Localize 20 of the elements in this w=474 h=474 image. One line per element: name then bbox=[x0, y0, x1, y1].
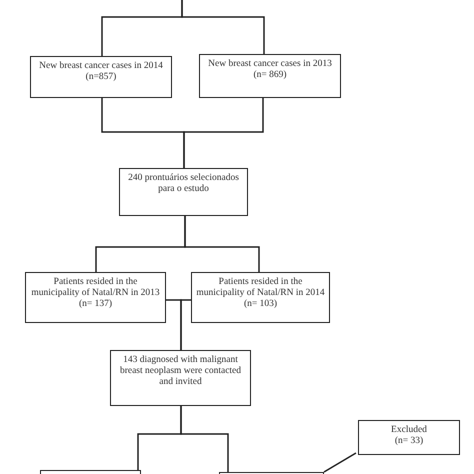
connector-line bbox=[181, 0, 265, 54]
box-text: 143 diagnosed with malignant breast neoplasm were contacted and invited bbox=[118, 355, 242, 388]
process-box bbox=[30, 56, 172, 98]
box-text: New breast cancer cases in 2014 (n=857) bbox=[38, 61, 164, 83]
process-box bbox=[119, 168, 248, 216]
box-text: Excluded (n= 33) bbox=[390, 425, 428, 447]
connector-line bbox=[184, 216, 260, 272]
box-text: Patients resided in the municipality of Natal/RN in 2013 (n= 137) bbox=[30, 277, 161, 310]
process-box bbox=[199, 54, 341, 98]
connector-line bbox=[324, 452, 356, 473]
box-text: Patients resided in the municipality of Natal/RN in 2014 (n= 103) bbox=[195, 277, 326, 310]
connector-line bbox=[180, 406, 229, 472]
process-box bbox=[25, 272, 166, 323]
process-box bbox=[110, 350, 251, 406]
box-text: New breast cancer cases in 2013 (n= 869) bbox=[207, 59, 333, 81]
connector-line bbox=[183, 98, 264, 168]
process-box bbox=[191, 272, 330, 323]
process-box bbox=[358, 420, 460, 455]
box-text: 240 prontuários selecionados para o estudo bbox=[127, 173, 240, 195]
connector-line bbox=[180, 299, 191, 350]
